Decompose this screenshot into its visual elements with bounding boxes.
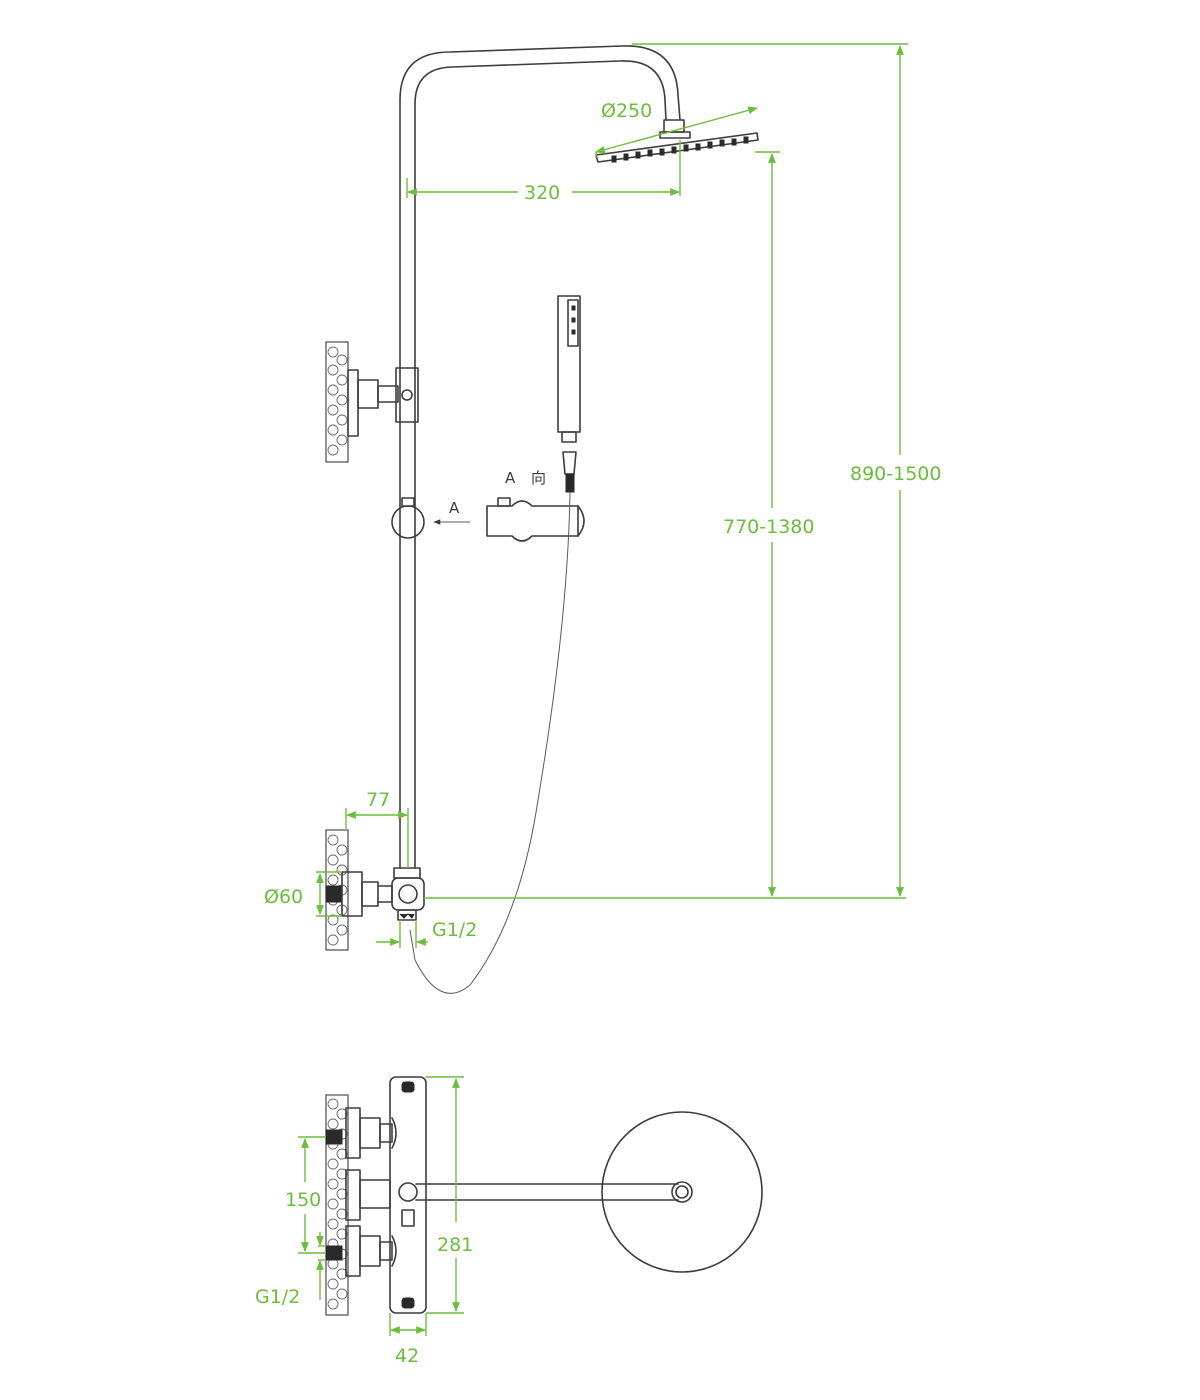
dim-inlet-thread: G1/2 [255, 1286, 300, 1308]
lower-wall-bracket [325, 829, 425, 951]
view-caption-char: 向 [531, 469, 546, 487]
middle-bracket [345, 1169, 391, 1221]
dim-wall-offset: 77 [366, 789, 390, 811]
hand-shower [557, 295, 581, 493]
valve-body [389, 1076, 427, 1314]
dim-inlet-spacing: 150 [285, 1189, 321, 1211]
dim-valve-depth: 42 [395, 1345, 419, 1367]
dim-shower-head-diameter: Ø250 [601, 100, 652, 122]
view-caption-letter: A [505, 469, 516, 487]
side-view: A A 向 [325, 45, 759, 994]
top-view-dimensions: 281 150 G1/2 42 [255, 1076, 473, 1367]
riser-pipe [399, 45, 681, 869]
upper-wall-bracket [325, 341, 419, 463]
dim-wall-flange-diameter: Ø60 [264, 886, 303, 908]
overhead-arm [415, 1181, 693, 1203]
side-view-dimensions: Ø250 320 890-1500 770-1380 77 Ø60 [264, 43, 941, 948]
upper-inlet [325, 1107, 397, 1159]
dim-total-height: 890-1500 [850, 463, 941, 485]
view-arrow: A [433, 499, 470, 525]
slider-detail: A 向 [486, 469, 585, 542]
slider-clamp [391, 497, 425, 539]
dim-outlet-thread: G1/2 [432, 919, 477, 941]
shower-hose [409, 491, 571, 994]
dim-valve-length: 281 [437, 1234, 473, 1256]
view-arrow-label: A [449, 499, 460, 517]
shower-head [595, 119, 759, 163]
shower-head-top [601, 1111, 763, 1273]
dim-head-height: 770-1380 [723, 516, 814, 538]
dim-arm-reach: 320 [524, 182, 560, 204]
top-view [325, 1076, 763, 1316]
